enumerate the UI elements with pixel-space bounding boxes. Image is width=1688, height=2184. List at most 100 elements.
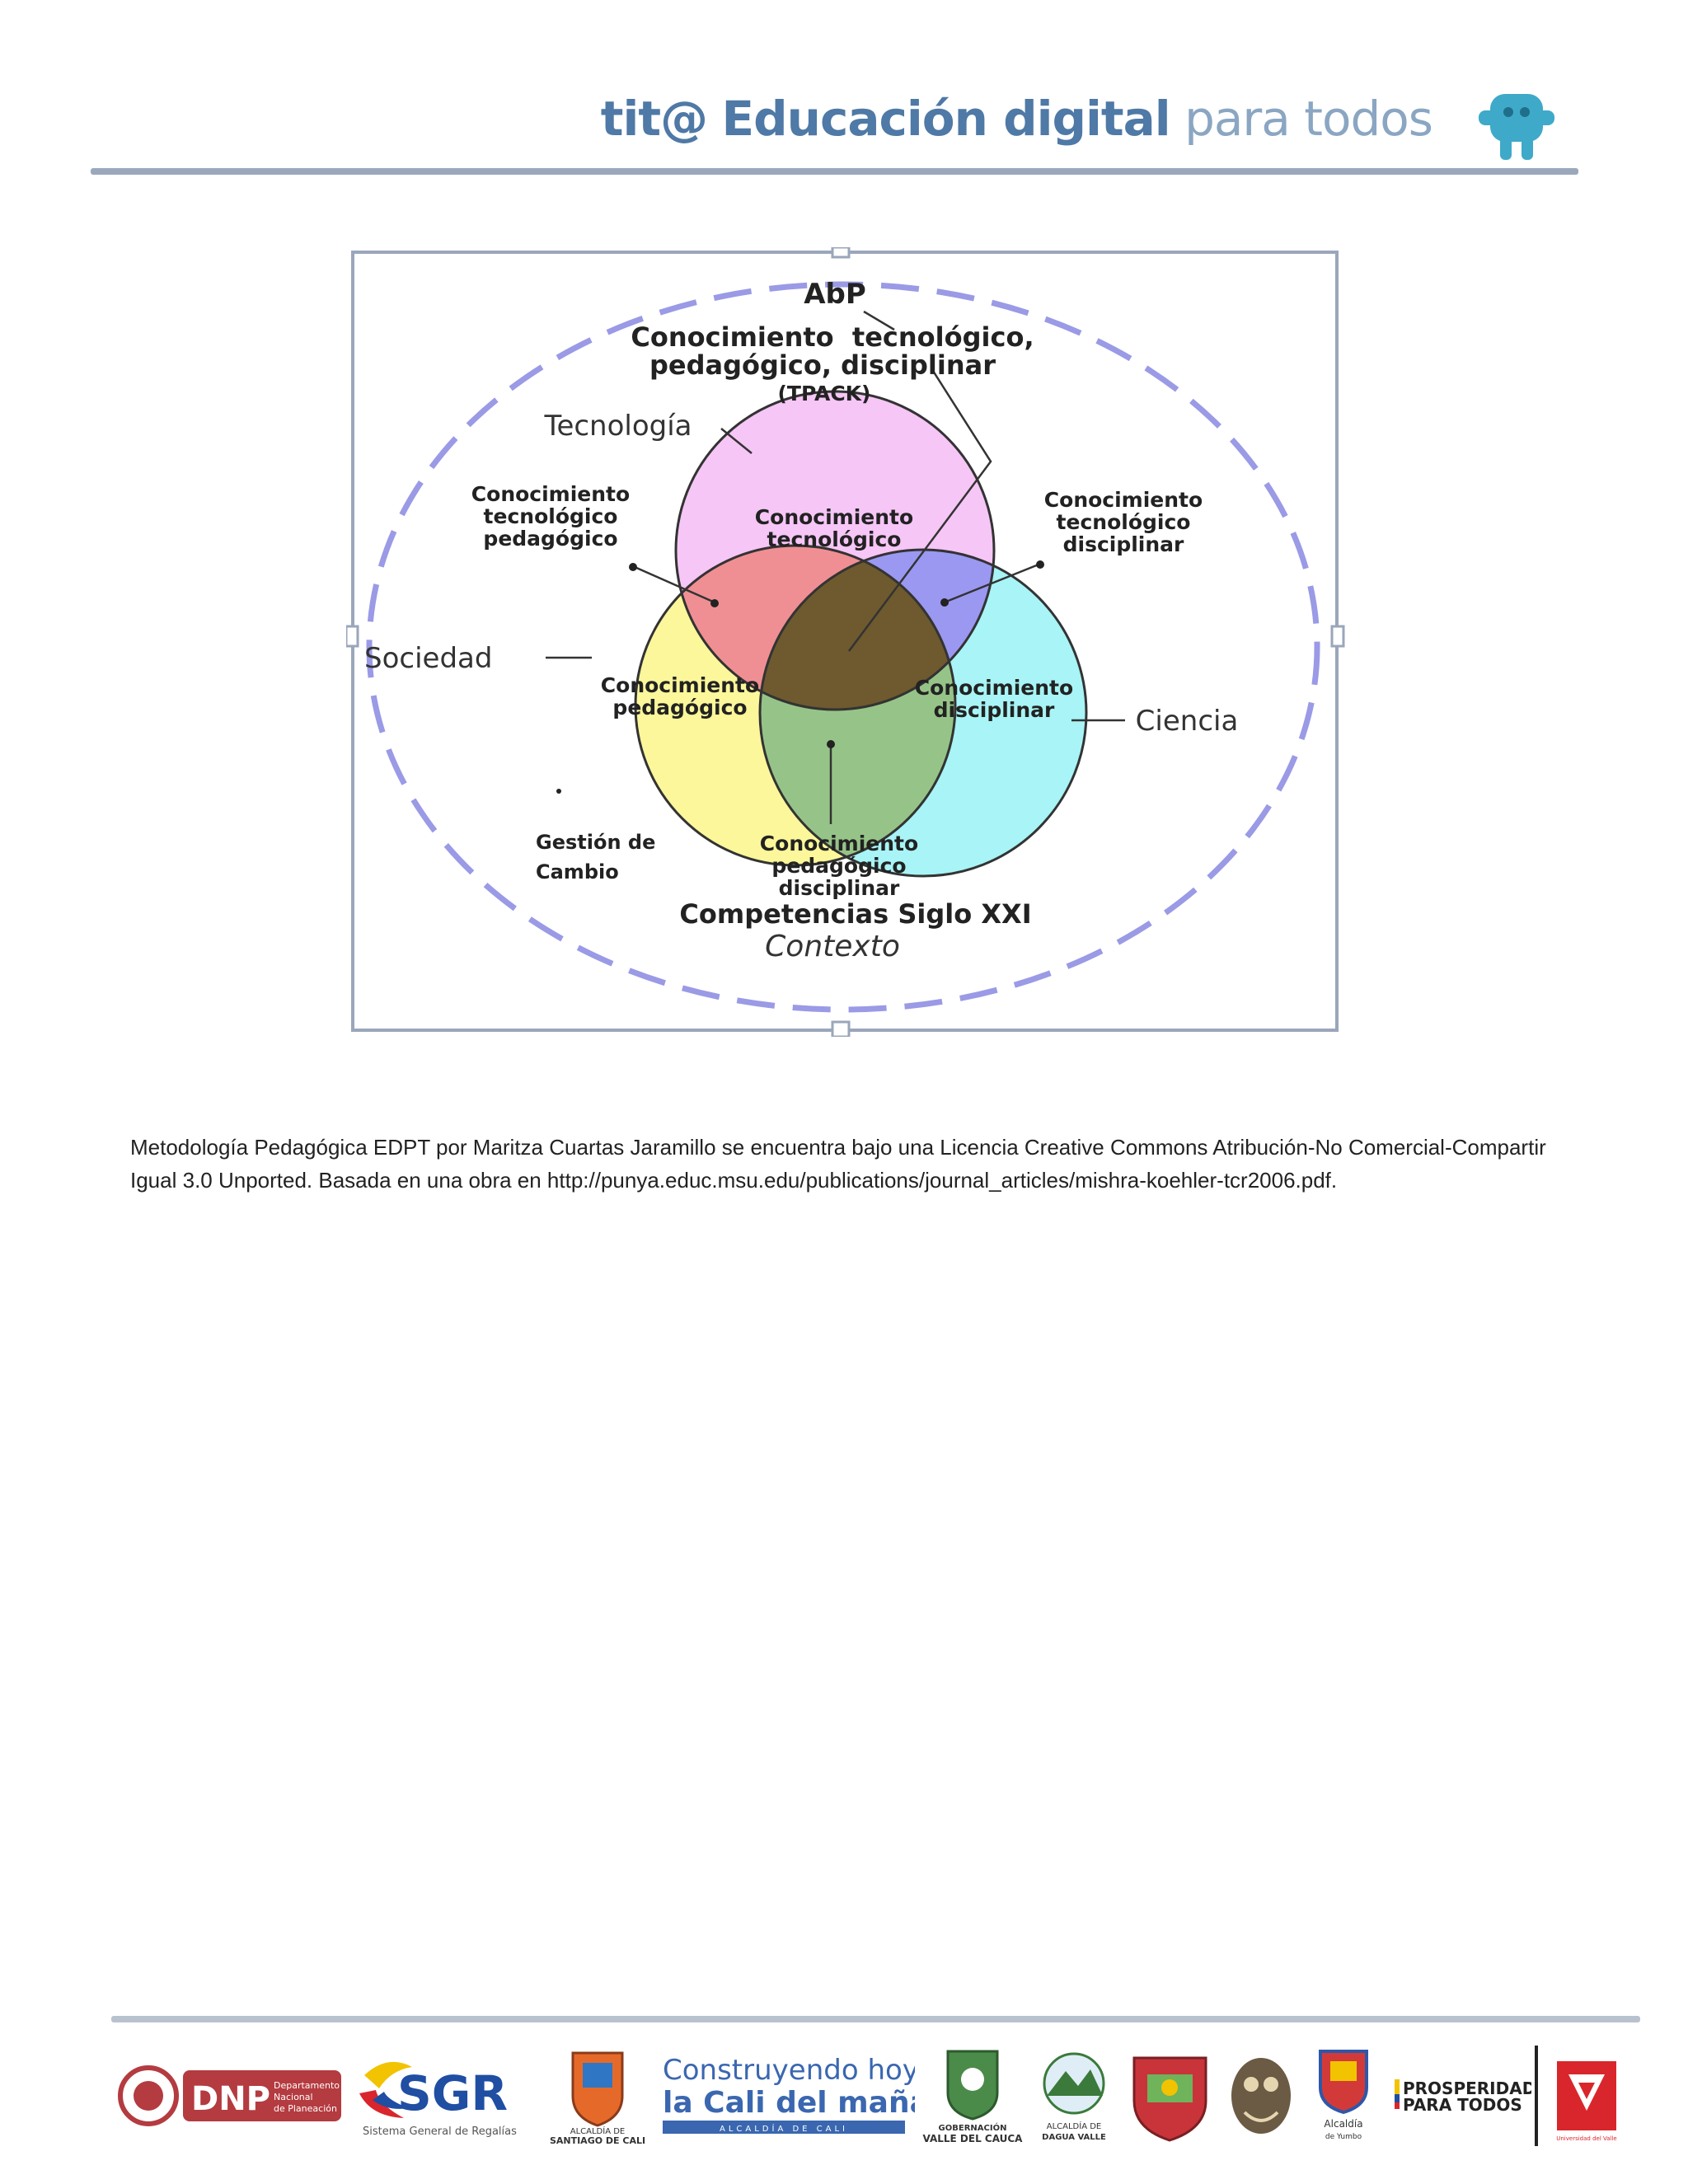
- dnp-logo-icon: DNP Departamento Nacional de Planeación: [118, 2065, 341, 2126]
- footer-divider: [1535, 2046, 1538, 2146]
- label-tecnologia: Tecnología: [543, 410, 692, 443]
- logo-dnp: DNP Departamento Nacional de Planeación: [115, 2042, 346, 2149]
- caption-line-2: Igual 3.0 Unported. Basada en una obra e…: [130, 1168, 1338, 1193]
- label-circle-disc-line2: disciplinar: [934, 698, 1055, 722]
- svg-text:VALLE DEL CAUCA: VALLE DEL CAUCA: [923, 2133, 1024, 2144]
- logo-alcaldia-yumbo: Alcaldía de Yumbo: [1302, 2042, 1385, 2149]
- brand-prefix: tit@: [600, 91, 708, 147]
- pointer-dot-td: [1036, 560, 1044, 569]
- label-circle-ped-line1: Conocimiento: [601, 673, 759, 697]
- brand-main: Educación digital: [721, 91, 1171, 147]
- tita-mascot-icon: [1479, 94, 1554, 160]
- svg-text:de Yumbo: de Yumbo: [1325, 2133, 1362, 2141]
- label-tp-line2: tecnológico: [484, 504, 618, 528]
- overlap-center-tpack: [760, 550, 955, 710]
- valle-crest-icon: GOBERNACIÓN VALLE DEL CAUCA: [923, 2050, 1024, 2144]
- frame-handle-left: [346, 625, 359, 648]
- svg-text:Universidad del Valle: Universidad del Valle: [1556, 2135, 1616, 2142]
- tpack-diagram: AbP Conocimiento tecnológico, pedagógico…: [346, 247, 1345, 1037]
- label-tpack-line1: Conocimiento tecnológico,: [631, 321, 1034, 353]
- svg-text:Alcaldía: Alcaldía: [1324, 2118, 1362, 2130]
- svg-text:DNP: DNP: [191, 2080, 270, 2118]
- yumbo-crest-icon: Alcaldía de Yumbo: [1319, 2050, 1368, 2141]
- label-circle-disc-line1: Conocimiento: [915, 676, 1073, 700]
- pointer-tpack: [847, 370, 992, 652]
- logo-crest-owl: [1220, 2042, 1302, 2149]
- santiago-cali-crest-icon: ALCALDÍA DE SANTIAGO DE CALI: [550, 2051, 645, 2145]
- svg-text:ALCALDÍA DE: ALCALDÍA DE: [1047, 2121, 1102, 2131]
- label-td-line3: disciplinar: [1063, 532, 1184, 556]
- pointer-dot-pd: [827, 740, 835, 748]
- svg-text:ALCALDÍA DE CALI: ALCALDÍA DE CALI: [720, 2123, 848, 2134]
- label-tpack-abbr: (TPACK): [777, 382, 870, 405]
- pointer-tp: [634, 565, 714, 603]
- prosperidad-logo-icon: PROSPERIDAD PARA TODOS: [1395, 2079, 1531, 2115]
- license-caption: Metodología Pedagógica EDPT por Maritza …: [130, 1131, 1639, 1197]
- pointer-dot-td-end: [940, 598, 949, 607]
- outer-dashed-ellipse: [366, 281, 1320, 1013]
- frame-handle-right: [1330, 625, 1345, 648]
- label-abp: AbP: [804, 278, 866, 311]
- svg-text:PROSPERIDAD: PROSPERIDAD: [1403, 2079, 1531, 2098]
- circle-tecnologico-outline: [674, 390, 996, 711]
- label-competencias: Competencias Siglo XXI: [679, 898, 1031, 930]
- label-pd-line1: Conocimiento: [760, 832, 918, 855]
- footer-rule: [111, 2016, 1640, 2022]
- footer-logos: DNP Departamento Nacional de Planeación …: [115, 2042, 1648, 2149]
- label-pd-line3: disciplinar: [779, 876, 900, 900]
- svg-text:Sistema General de Regalías: Sistema General de Regalías: [363, 2125, 517, 2138]
- label-ciencia: Ciencia: [1136, 705, 1239, 738]
- pointer-tecnologia: [720, 428, 753, 454]
- univalle-logo-icon: Universidad del Valle: [1556, 2061, 1617, 2142]
- pointer-dot-tp: [629, 563, 637, 571]
- pointer-dot-gestion: [556, 789, 561, 794]
- svg-text:GOBERNACIÓN: GOBERNACIÓN: [939, 2122, 1007, 2133]
- svg-text:Departamento: Departamento: [274, 2080, 340, 2091]
- sgr-logo-icon: SGR Sistema General de Regalías: [359, 2061, 517, 2138]
- label-sociedad: Sociedad: [364, 642, 492, 675]
- label-contexto: Contexto: [765, 930, 900, 963]
- svg-text:la Cali del mañana: la Cali del mañana: [663, 2086, 915, 2120]
- header-brand: tit@ Educación digital para todos: [600, 91, 1433, 147]
- logo-alcaldia-dagua: ALCALDÍA DE DAGUA VALLE: [1029, 2042, 1119, 2149]
- svg-text:Nacional: Nacional: [274, 2092, 313, 2102]
- circle-pedagogico-outline: [634, 544, 957, 867]
- label-circle-ped-line2: pedagógico: [612, 696, 747, 719]
- logo-cali-del-manana: Construyendo hoy la Cali del mañana ALCA…: [659, 2042, 915, 2149]
- logo-sgr: SGR Sistema General de Regalías: [354, 2042, 528, 2149]
- circle-disciplinar-outline: [758, 548, 1088, 878]
- caption-line-1: Metodología Pedagógica EDPT por Maritza …: [130, 1135, 1546, 1160]
- pointer-lines: [546, 310, 1125, 824]
- label-td-line1: Conocimiento: [1044, 488, 1203, 512]
- pointer-abp: [863, 310, 895, 331]
- red-shield-icon: [1132, 2056, 1207, 2142]
- label-tpack-line2: pedagógico, disciplinar: [649, 349, 996, 381]
- frame-handle-top: [831, 247, 851, 259]
- logo-universidad-del-valle: Universidad del Valle: [1545, 2042, 1628, 2149]
- logo-prosperidad-para-todos: PROSPERIDAD PARA TODOS: [1391, 2042, 1531, 2149]
- label-gestion-line2: Cambio: [536, 860, 619, 883]
- header-rule: [91, 168, 1578, 175]
- pointer-dot-tp-end: [710, 599, 719, 607]
- svg-text:SANTIAGO DE CALI: SANTIAGO DE CALI: [550, 2135, 645, 2145]
- logo-gobernacion-valle: GOBERNACIÓN VALLE DEL CAUCA: [919, 2042, 1026, 2149]
- cali-manana-logo-icon: Construyendo hoy la Cali del mañana ALCA…: [663, 2054, 915, 2134]
- pointer-td: [945, 563, 1039, 603]
- label-pd-line2: pedagógico: [771, 854, 906, 878]
- svg-text:DAGUA VALLE: DAGUA VALLE: [1042, 2133, 1106, 2142]
- label-gestion-line1: Gestión de: [536, 831, 655, 854]
- svg-text:Construyendo hoy: Construyendo hoy: [663, 2054, 915, 2087]
- label-circle-tech-line2: tecnológico: [767, 527, 902, 551]
- label-tp-line1: Conocimiento: [471, 482, 630, 506]
- svg-text:de Planeación: de Planeación: [274, 2103, 337, 2114]
- dagua-logo-icon: ALCALDÍA DE DAGUA VALLE: [1042, 2052, 1106, 2142]
- logo-municipal-shield: [1123, 2042, 1217, 2149]
- svg-text:PARA TODOS: PARA TODOS: [1403, 2095, 1522, 2115]
- svg-text:ALCALDÍA DE: ALCALDÍA DE: [570, 2125, 626, 2136]
- frame-handle-bottom: [831, 1020, 851, 1037]
- label-tp-line3: pedagógico: [483, 527, 617, 551]
- label-td-line2: tecnológico: [1057, 510, 1191, 534]
- label-circle-tech-line1: Conocimiento: [755, 505, 913, 529]
- logo-alcaldia-santiago-de-cali: ALCALDÍA DE SANTIAGO DE CALI: [540, 2042, 655, 2149]
- brand-suffix: para todos: [1184, 91, 1433, 147]
